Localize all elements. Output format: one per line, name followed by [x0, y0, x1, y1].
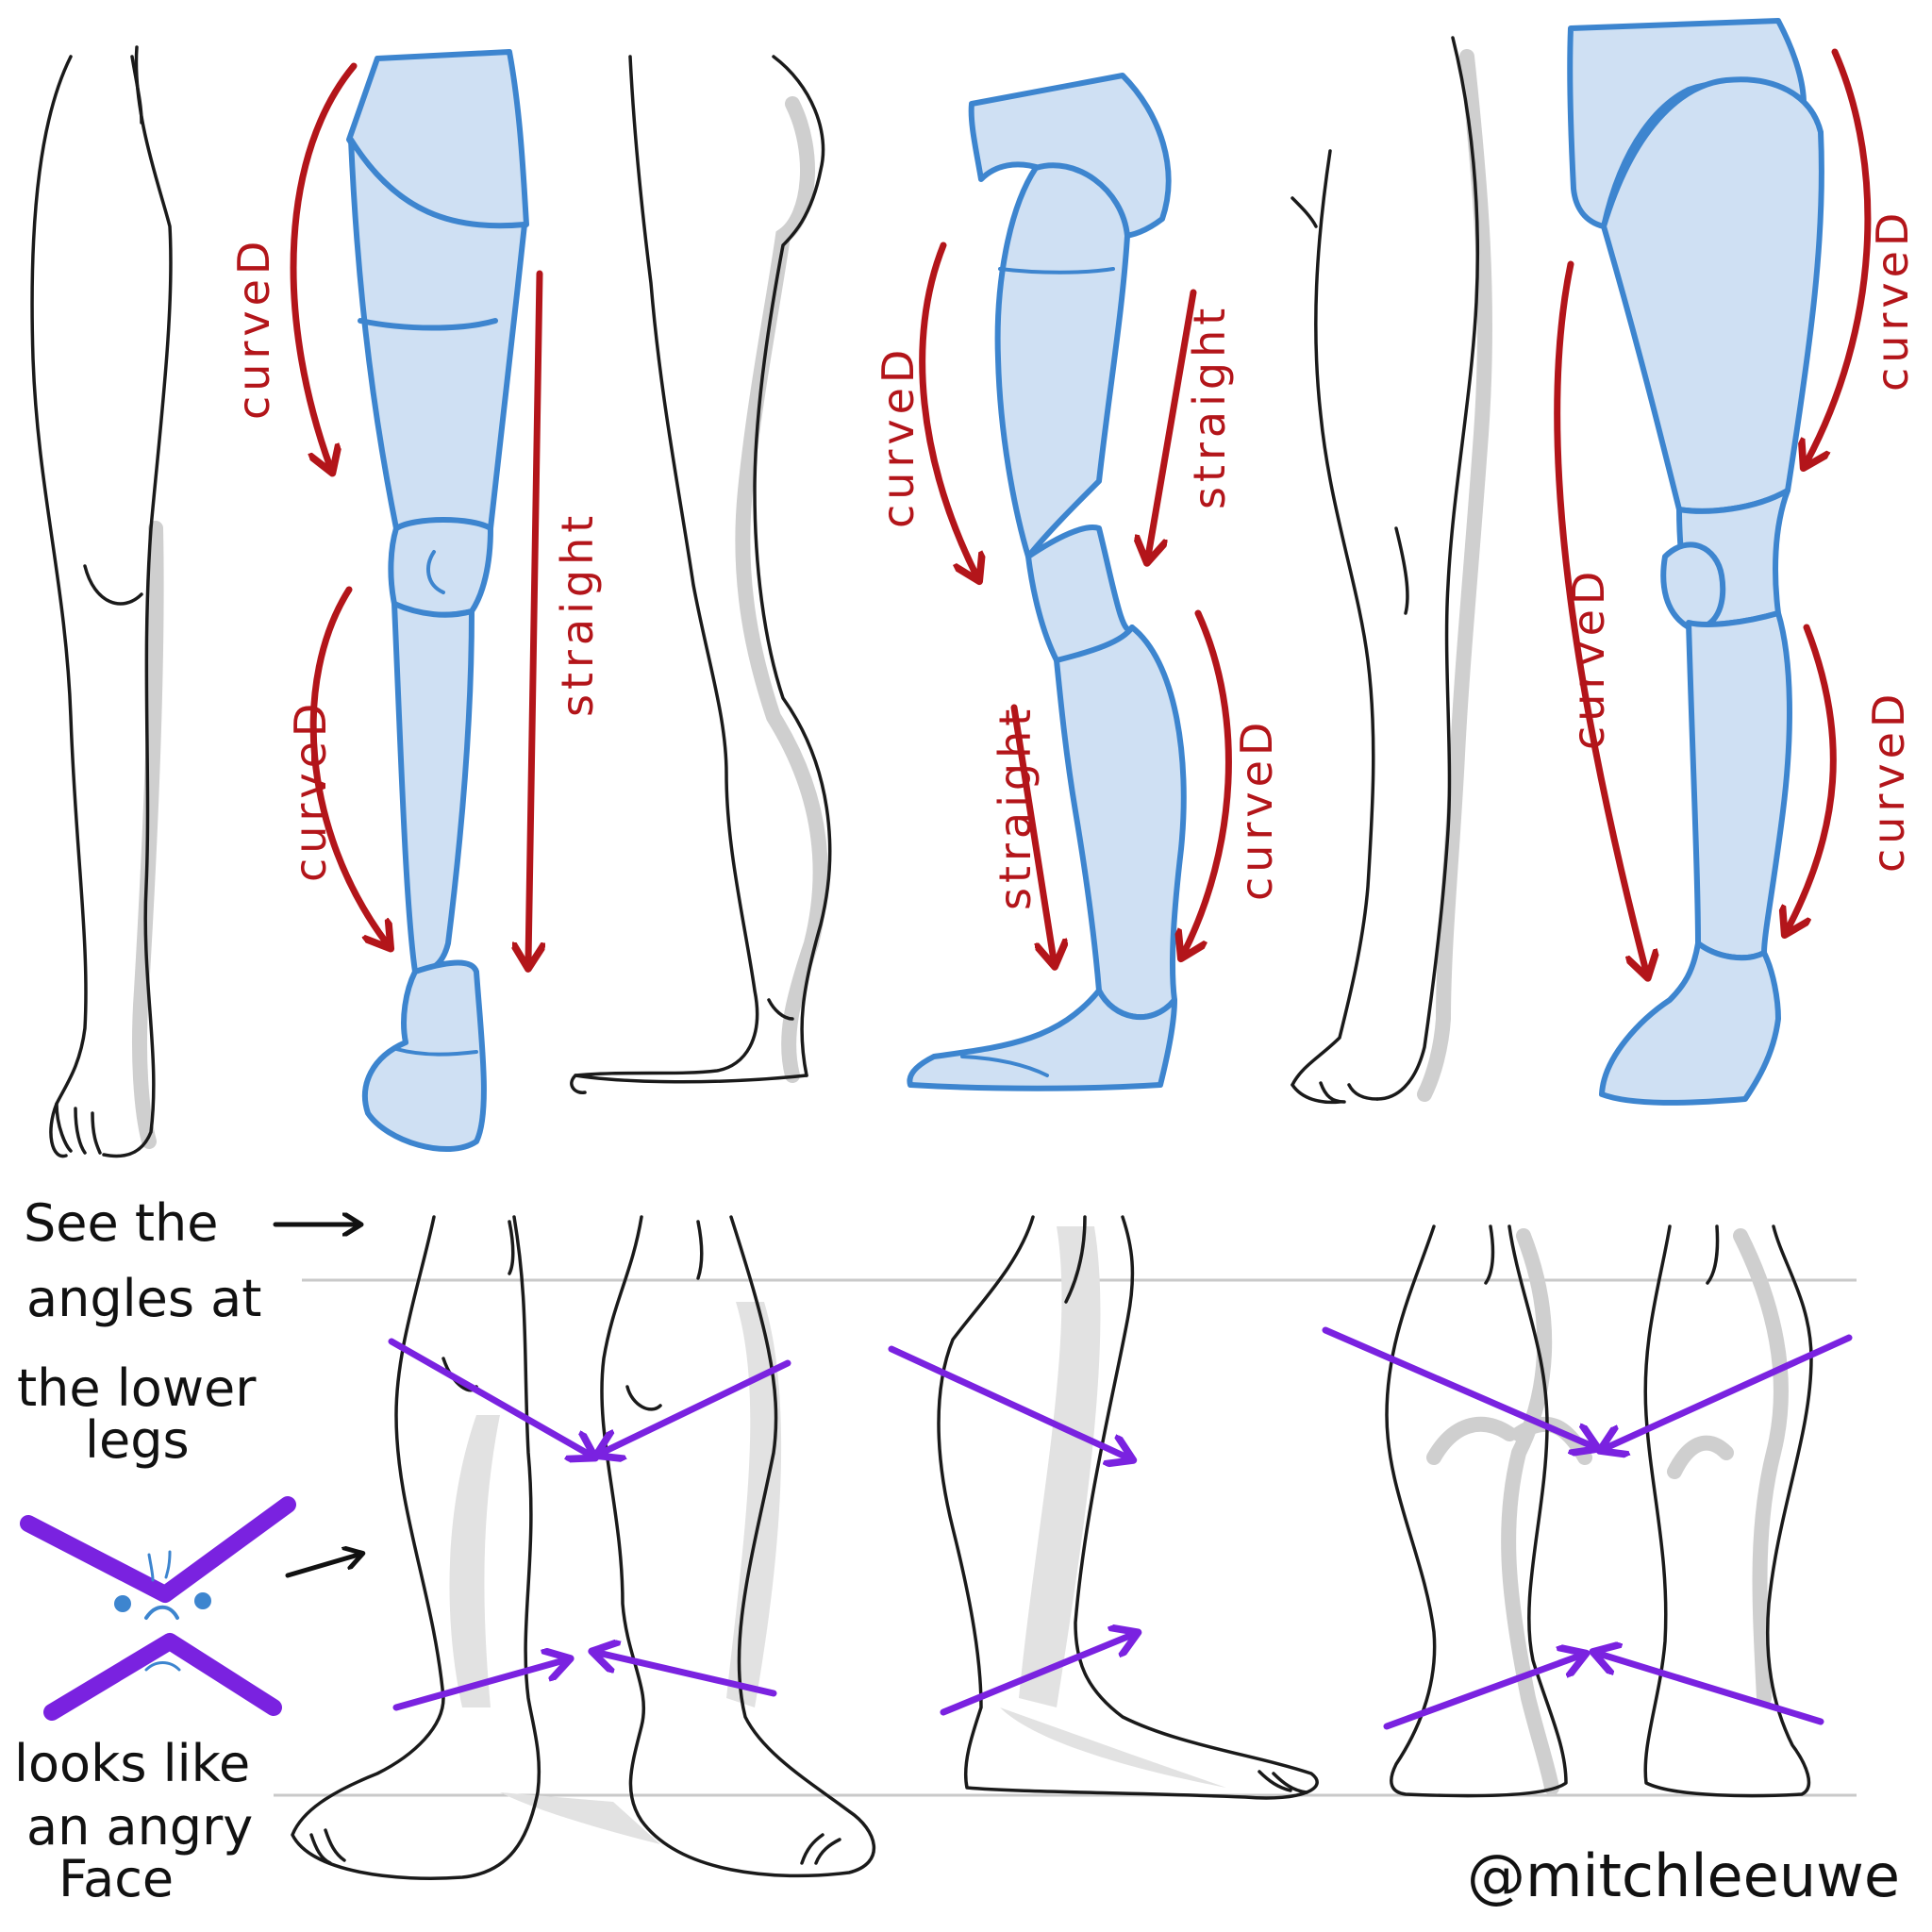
- angry-face-illustration: [20, 1496, 358, 1721]
- leg-back-sketch: [1291, 36, 1493, 1105]
- label-curved-2: curveD: [285, 699, 336, 882]
- purple-arrows: [388, 1326, 1853, 1730]
- red-arrows: [290, 48, 1872, 972]
- label-curved-3: curveD: [873, 345, 924, 528]
- leg-front-sketch: [30, 45, 173, 1158]
- note-face-line-3: Face: [58, 1849, 174, 1908]
- lower-leg-side: [937, 1215, 1319, 1800]
- lower-legs-front: [291, 1215, 876, 1880]
- label-straight-1: straight: [552, 511, 603, 717]
- red-labels: curveD straight curveD curveD straight s…: [228, 208, 1918, 910]
- label-curved-5: curveD: [1867, 208, 1918, 391]
- note-angles-line-3: the lower: [17, 1358, 257, 1418]
- note-face-line-2: an angry: [26, 1797, 253, 1857]
- artist-credit: @mitchleeuwe: [1467, 1841, 1900, 1910]
- lower-legs-back: [1385, 1224, 1813, 1798]
- label-curved-1: curveD: [228, 237, 279, 420]
- leg-back-blocks: [1567, 18, 1824, 1106]
- note-face-line-1: looks like: [14, 1734, 250, 1793]
- label-straight-3: straight: [990, 705, 1041, 910]
- note-face: looks like an angry Face: [14, 1734, 253, 1908]
- leg-side-sketch: [570, 55, 832, 1094]
- label-straight-2: straight: [1184, 304, 1235, 509]
- label-curved-7: curveD: [1863, 690, 1914, 873]
- label-curved-6: curveD: [1563, 567, 1614, 750]
- note-angles-line-2: angles at: [26, 1269, 261, 1328]
- note-angles-line-1: See the: [24, 1193, 219, 1253]
- leg-front-blocks: [346, 49, 529, 1152]
- leg-side-blocks: [907, 73, 1187, 1091]
- note-angles: See the angles at the lower legs: [17, 1193, 357, 1470]
- label-curved-4: curveD: [1231, 718, 1282, 901]
- note-angles-line-4: legs: [85, 1410, 190, 1470]
- note-arrow-2: [285, 1555, 358, 1578]
